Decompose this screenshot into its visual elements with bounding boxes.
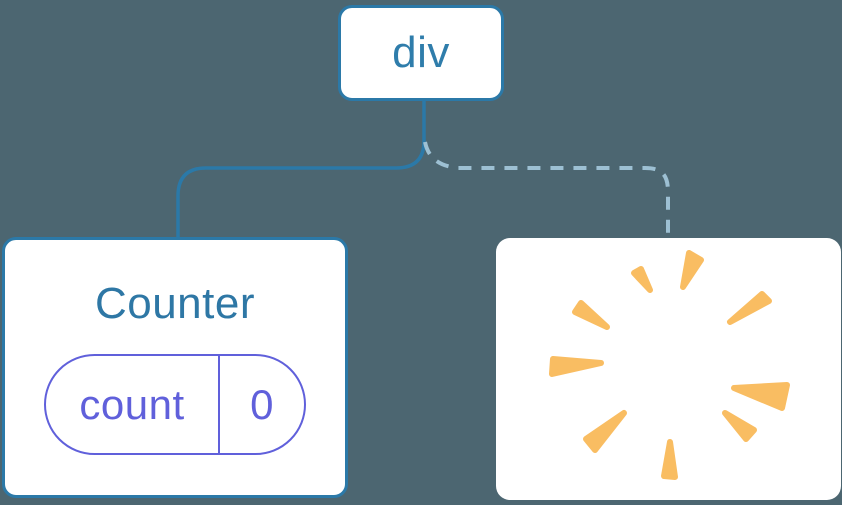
state-pill: count 0 (44, 354, 306, 455)
root-node: div (338, 5, 504, 101)
component-title: Counter (94, 279, 256, 328)
removed-component-card (496, 238, 841, 500)
state-value-section: 0 (220, 356, 304, 453)
dashed-connector (423, 141, 670, 240)
root-node-label: div (392, 28, 450, 77)
poof-icon (548, 250, 790, 480)
solid-connector (176, 97, 426, 241)
counter-component-card: Counter count 0 (2, 237, 348, 498)
state-key-section: count (46, 356, 220, 453)
state-value-label: 0 (250, 380, 274, 428)
state-key-label: count (79, 380, 185, 428)
